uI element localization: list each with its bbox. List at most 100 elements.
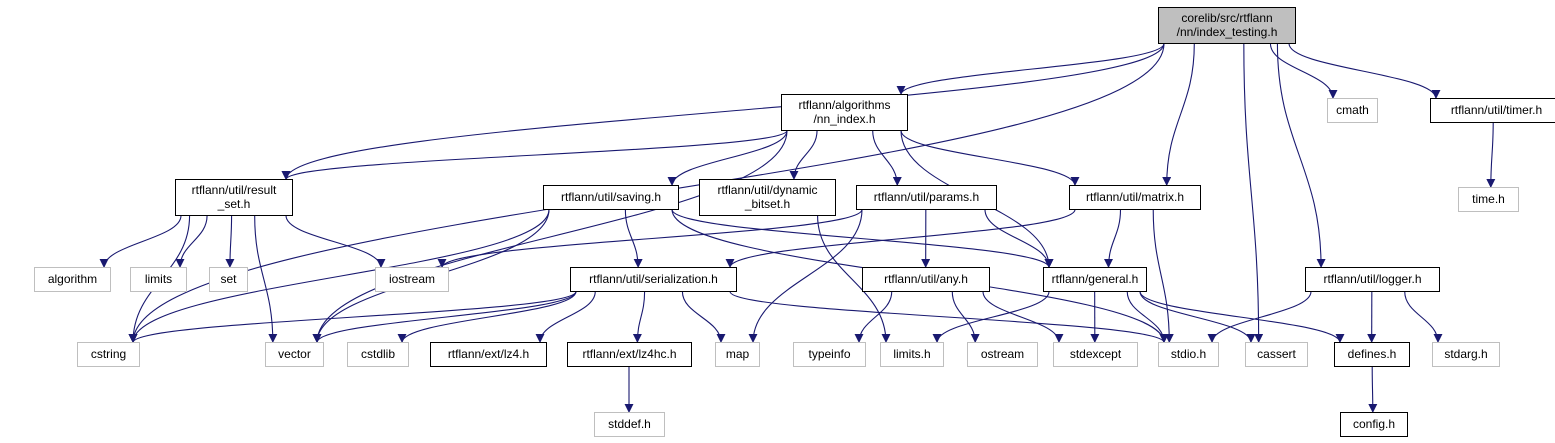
edge-params-to-iostream — [437, 209, 863, 268]
node-time[interactable]: time.h — [1458, 187, 1519, 212]
node-box — [430, 342, 547, 367]
node-lz4hc[interactable]: rtflann/ext/lz4hc.h — [567, 342, 692, 367]
node-label: config.h — [1353, 417, 1395, 431]
edge-general-to-stdio — [1126, 291, 1169, 343]
node-lz4[interactable]: rtflann/ext/lz4.h — [430, 342, 547, 367]
edge-nn-index-to-matrix — [900, 130, 1080, 186]
node-label: rtflann/util/logger.h — [1323, 272, 1421, 286]
edge-result-set-to-limits — [175, 215, 208, 268]
node-label: _bitset.h — [744, 197, 790, 211]
node-box — [594, 412, 665, 437]
edge-result-set-to-algorithm — [99, 215, 182, 268]
node-vector[interactable]: vector — [265, 342, 324, 367]
node-box — [347, 342, 409, 367]
node-box — [375, 267, 449, 292]
node-box — [699, 179, 836, 216]
edge-nn-index-to-saving — [667, 130, 788, 186]
node-root[interactable]: corelib/src/rtflann/nn/index_testing.h — [1158, 7, 1296, 44]
node-saving[interactable]: rtflann/util/saving.h — [543, 185, 679, 210]
edge-root-to-result-set — [281, 43, 1165, 180]
edge-saving-to-serialization — [624, 209, 643, 268]
node-map[interactable]: map — [715, 342, 760, 367]
nodes-layer: corelib/src/rtflann/nn/index_testing.hrt… — [34, 7, 1555, 437]
edge-root-to-logger — [1276, 43, 1326, 268]
edge-nn-index-to-dynamic-bitset — [789, 130, 818, 180]
node-label: cstring — [91, 347, 126, 361]
node-box — [1158, 342, 1219, 367]
node-label: _set.h — [217, 197, 251, 211]
node-label: /nn_index.h — [813, 112, 875, 126]
node-label: vector — [278, 347, 311, 361]
node-dynamic-bitset[interactable]: rtflann/util/dynamic_bitset.h — [699, 179, 836, 216]
node-logger[interactable]: rtflann/util/logger.h — [1305, 267, 1440, 292]
node-timer[interactable]: rtflann/util/timer.h — [1430, 98, 1555, 123]
edge-general-to-cassert — [1139, 291, 1256, 343]
node-matrix[interactable]: rtflann/util/matrix.h — [1069, 185, 1201, 210]
node-nn-index[interactable]: rtflann/algorithms/nn_index.h — [781, 94, 908, 131]
node-label: stdio.h — [1171, 347, 1206, 361]
node-typeinfo[interactable]: typeinfo — [793, 342, 866, 367]
node-label: rtflann/util/result — [192, 183, 277, 197]
edge-timer-to-time — [1486, 122, 1496, 188]
node-label: time.h — [1472, 192, 1505, 206]
node-limits[interactable]: limits — [130, 267, 187, 292]
edge-logger-to-stdarg — [1404, 291, 1443, 343]
node-stdexcept[interactable]: stdexcept — [1053, 342, 1138, 367]
node-label: corelib/src/rtflann — [1181, 11, 1272, 25]
node-label: typeinfo — [808, 347, 850, 361]
node-box — [1432, 342, 1500, 367]
node-stdarg[interactable]: stdarg.h — [1432, 342, 1500, 367]
node-box — [570, 267, 737, 292]
node-set[interactable]: set — [209, 267, 248, 292]
edge-matrix-to-stdio — [1152, 209, 1174, 343]
edge-serialization-to-lz4hc — [632, 291, 646, 343]
node-label: rtflann/util/dynamic — [717, 183, 817, 197]
node-label: cstdlib — [361, 347, 395, 361]
node-limits-h[interactable]: limits.h — [880, 342, 944, 367]
node-label: stddef.h — [608, 417, 651, 431]
edge-result-set-to-vector — [254, 215, 278, 343]
node-defines[interactable]: defines.h — [1334, 342, 1410, 367]
node-serialization[interactable]: rtflann/util/serialization.h — [570, 267, 737, 292]
node-box — [1245, 342, 1308, 367]
node-box — [856, 185, 997, 210]
edge-nn-index-to-result-set — [281, 130, 788, 180]
node-cstring[interactable]: cstring — [77, 342, 140, 367]
node-cstdlib[interactable]: cstdlib — [347, 342, 409, 367]
edge-serialization-to-lz4 — [535, 291, 596, 343]
node-box — [880, 342, 944, 367]
node-cmath[interactable]: cmath — [1327, 98, 1378, 123]
node-algorithm[interactable]: algorithm — [34, 267, 111, 292]
edge-any-to-stdexcept — [982, 291, 1064, 343]
node-params[interactable]: rtflann/util/params.h — [856, 185, 997, 210]
node-label: rtflann/util/saving.h — [561, 190, 661, 204]
node-stdio[interactable]: stdio.h — [1158, 342, 1219, 367]
node-box — [77, 342, 140, 367]
node-box — [967, 342, 1038, 367]
node-label: rtflann/util/timer.h — [1451, 103, 1542, 117]
node-result-set[interactable]: rtflann/util/result_set.h — [175, 179, 293, 216]
node-box — [1327, 98, 1378, 123]
node-cassert[interactable]: cassert — [1245, 342, 1308, 367]
edge-matrix-to-general — [1104, 209, 1122, 268]
edge-general-to-limits-h — [932, 291, 1050, 343]
edge-result-set-to-set — [225, 215, 235, 268]
node-any[interactable]: rtflann/util/any.h — [862, 267, 990, 292]
node-label: ostream — [981, 347, 1024, 361]
node-iostream[interactable]: iostream — [375, 267, 449, 292]
edge-saving-to-cstring — [128, 209, 550, 343]
node-label: /nn/index_testing.h — [1177, 25, 1278, 39]
edge-any-to-typeinfo — [854, 291, 893, 343]
node-stddef[interactable]: stddef.h — [594, 412, 665, 437]
edge-nn-index-to-params — [872, 130, 902, 186]
node-box — [1069, 185, 1201, 210]
node-general[interactable]: rtflann/general.h — [1043, 267, 1147, 292]
node-label: rtflann/util/any.h — [884, 272, 968, 286]
node-label: stdexcept — [1070, 347, 1122, 361]
node-box — [715, 342, 760, 367]
edge-serialization-to-map — [681, 291, 726, 343]
node-ostream[interactable]: ostream — [967, 342, 1038, 367]
node-config[interactable]: config.h — [1340, 412, 1408, 437]
node-label: stdarg.h — [1444, 347, 1487, 361]
edge-params-to-map — [748, 209, 863, 343]
